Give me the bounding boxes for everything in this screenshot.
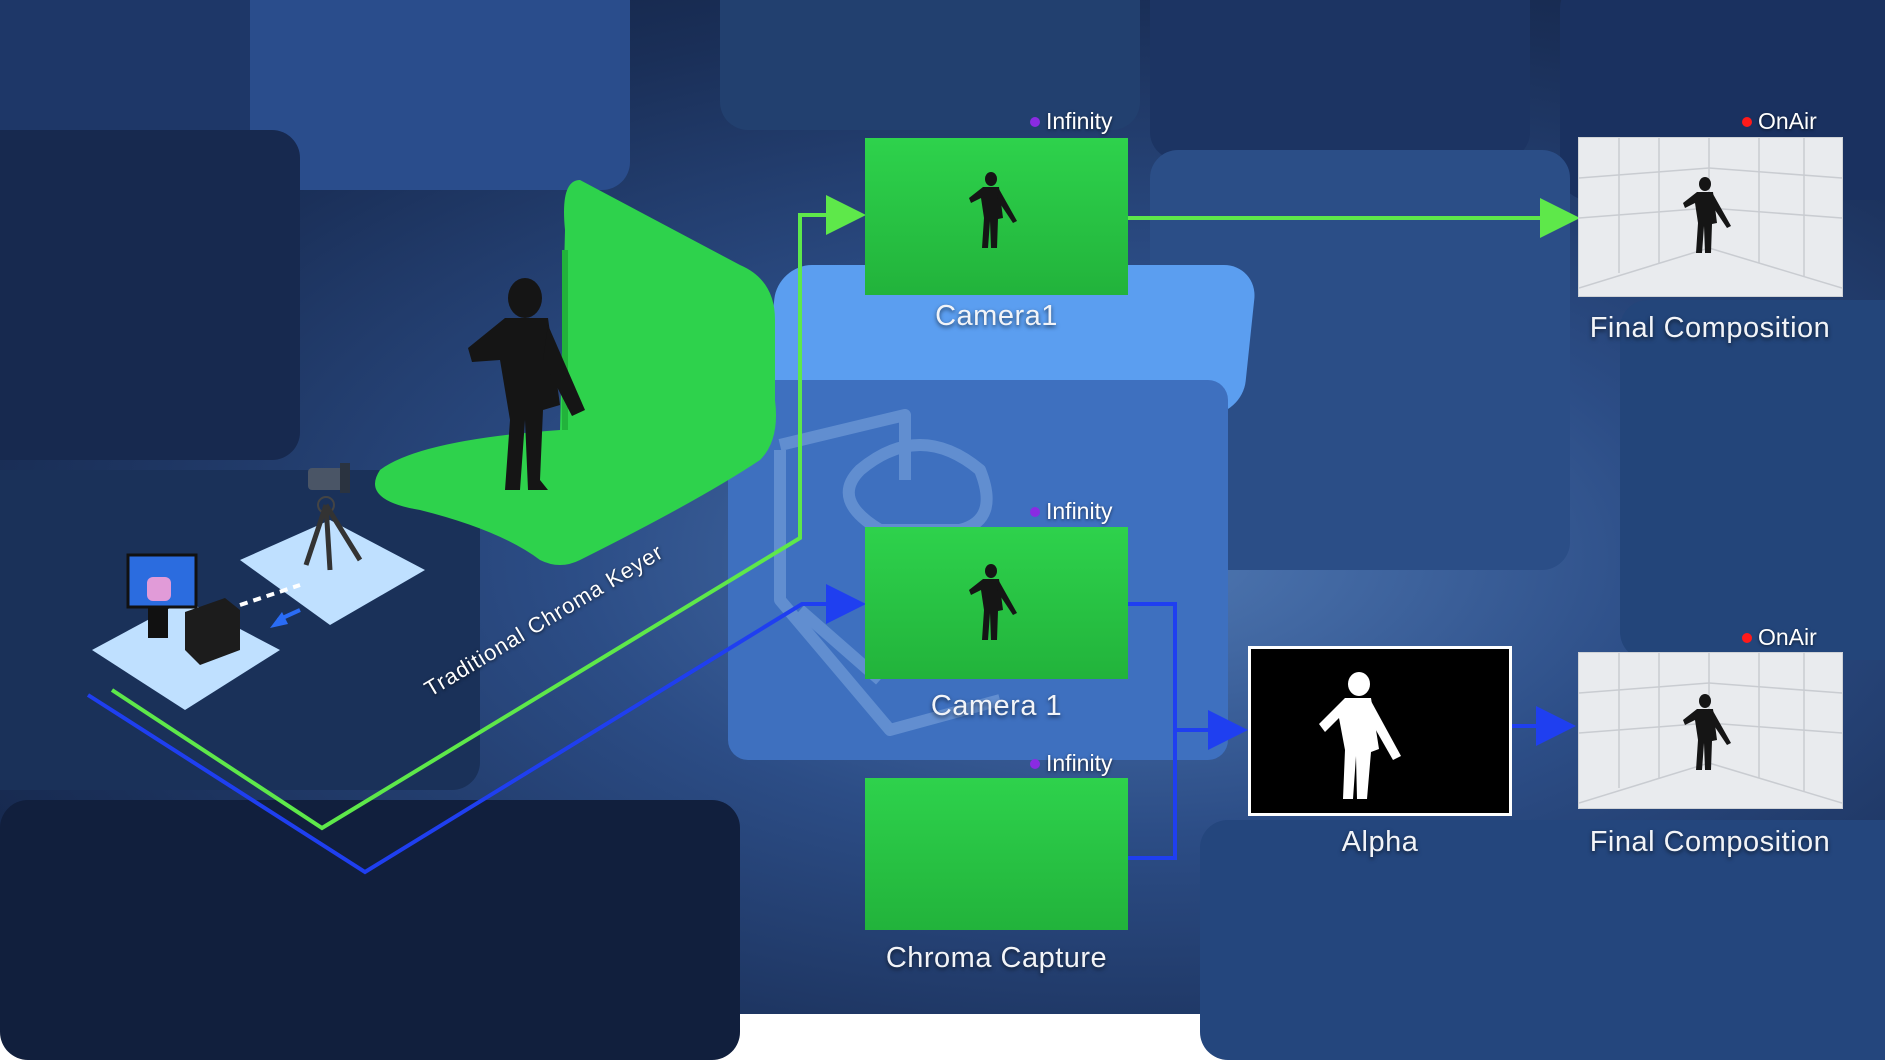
person-figure-icon <box>969 172 1017 248</box>
tag-text: OnAir <box>1758 108 1817 134</box>
tag-text: Infinity <box>1046 498 1113 524</box>
blue-signal-line <box>1128 602 1177 860</box>
camera1-mid-preview <box>865 527 1128 679</box>
chroma-capture-label: Chroma Capture <box>885 942 1108 974</box>
camera1-top-label: Camera1 <box>935 300 1058 332</box>
final-composition-bottom-label: Final Composition <box>1589 826 1831 858</box>
infinity-dot <box>1030 506 1040 517</box>
camera-on-tripod-icon <box>303 463 363 571</box>
person-figure-icon <box>468 278 585 490</box>
bg-cube <box>720 0 1140 130</box>
onair-dot <box>1742 116 1752 127</box>
final-composition-top-preview <box>1578 137 1843 297</box>
infinity-dot <box>1030 758 1040 769</box>
green-signal-line <box>110 195 866 831</box>
tag-text: Infinity <box>1046 108 1113 134</box>
onair-tag: OnAir <box>1742 108 1817 135</box>
camera1-mid-label: Camera 1 <box>930 690 1063 722</box>
infinity-tag: Infinity <box>1030 750 1112 777</box>
onair-dot <box>1742 632 1752 643</box>
camera1-top-preview <box>865 138 1128 295</box>
infinity-dot <box>1030 116 1040 127</box>
alpha-preview <box>1248 646 1512 816</box>
final-composition-top-label: Final Composition <box>1589 312 1831 344</box>
bg-cube <box>1150 0 1530 160</box>
virtual-set-grid <box>1579 138 1842 289</box>
pc-workstation-icon <box>126 553 240 665</box>
alpha-label: Alpha <box>1341 826 1419 858</box>
person-figure-icon <box>969 564 1017 640</box>
infinity-tag: Infinity <box>1030 498 1112 525</box>
tag-text: Infinity <box>1046 750 1113 776</box>
chroma-capture-preview <box>865 778 1128 930</box>
onair-tag: OnAir <box>1742 624 1817 651</box>
studio-equipment <box>92 463 425 710</box>
bg-cube <box>250 0 630 190</box>
camera-pad <box>240 520 425 625</box>
bg-cube <box>0 130 300 460</box>
person-figure-icon <box>1319 672 1401 799</box>
blue-signal-line <box>86 584 866 875</box>
final-composition-bottom-preview <box>1578 652 1843 809</box>
tag-text: OnAir <box>1758 624 1817 650</box>
virtual-set-grid <box>1579 653 1842 804</box>
infinity-tag: Infinity <box>1030 108 1112 135</box>
bg-cube <box>1620 300 1885 660</box>
signal-paths <box>86 195 1580 875</box>
